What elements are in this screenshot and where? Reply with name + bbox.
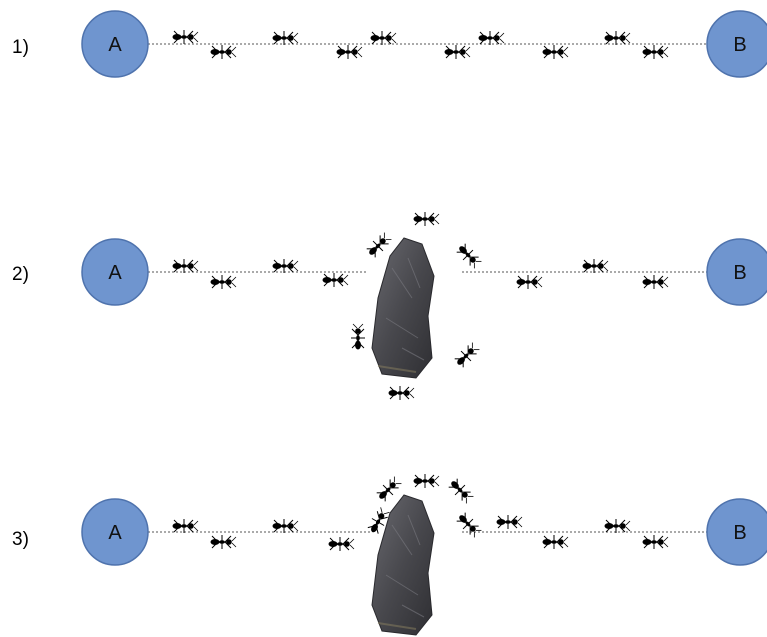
ant-icon <box>172 29 199 45</box>
row-label: 1) <box>12 37 29 58</box>
ant-icon <box>444 44 471 60</box>
ant-icon <box>413 211 440 227</box>
ant-icon <box>388 385 415 401</box>
ant-icon <box>452 340 482 370</box>
ant-icon <box>478 30 505 46</box>
ant-icon <box>210 534 237 550</box>
ant-icon <box>496 514 523 530</box>
ant-icon <box>454 510 484 540</box>
row-3: 3) A B <box>12 473 767 636</box>
node-end: B <box>706 238 767 306</box>
node-label: A <box>108 262 122 284</box>
ant-icon <box>446 476 476 506</box>
ant-icon <box>328 536 355 552</box>
node-label: B <box>733 522 746 544</box>
ant-icon <box>210 274 237 290</box>
rock-icon <box>371 237 435 379</box>
node-end: B <box>706 498 767 566</box>
ant-icon <box>642 44 669 60</box>
node-label: A <box>108 34 122 56</box>
row-2: 2) A B <box>12 211 767 401</box>
ant-icon <box>272 518 299 534</box>
ant-icon <box>336 44 363 60</box>
ant-icon <box>172 258 199 274</box>
node-end: B <box>706 10 767 78</box>
ant-icon <box>272 30 299 46</box>
node-label: A <box>108 522 122 544</box>
row-label: 3) <box>12 529 29 550</box>
row-label: 2) <box>12 264 29 285</box>
node-label: B <box>733 262 746 284</box>
node-label: B <box>733 34 746 56</box>
ant-icon <box>516 274 543 290</box>
node-start: A <box>81 238 149 306</box>
ant-icon <box>210 44 237 60</box>
ant-icon <box>454 241 484 271</box>
ant-icon <box>374 474 404 504</box>
ant-icon <box>582 258 609 274</box>
node-start: A <box>81 10 149 78</box>
ant-icon <box>642 534 669 550</box>
ant-icon <box>364 230 394 260</box>
row-1: 1) A B <box>12 10 767 78</box>
ant-icon <box>604 518 631 534</box>
ant-icon <box>350 323 366 350</box>
ant-icon <box>172 518 199 534</box>
ant-icon <box>272 258 299 274</box>
ant-icon <box>370 30 397 46</box>
ant-icon <box>542 534 569 550</box>
ant-icon <box>542 44 569 60</box>
ant-icon <box>642 274 669 290</box>
ant-icon <box>604 30 631 46</box>
ant-icon <box>322 272 349 288</box>
ant-icon <box>413 473 440 489</box>
node-start: A <box>81 498 149 566</box>
